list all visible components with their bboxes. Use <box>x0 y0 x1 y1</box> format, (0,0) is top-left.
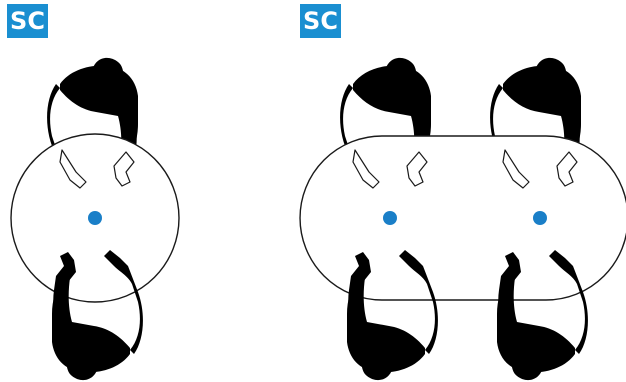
diagram-round-table <box>11 58 179 380</box>
diagram-oval-table <box>300 58 626 380</box>
oval-table <box>300 136 626 300</box>
center-marker-right <box>533 211 547 225</box>
center-marker-left <box>383 211 397 225</box>
center-marker <box>88 211 102 225</box>
